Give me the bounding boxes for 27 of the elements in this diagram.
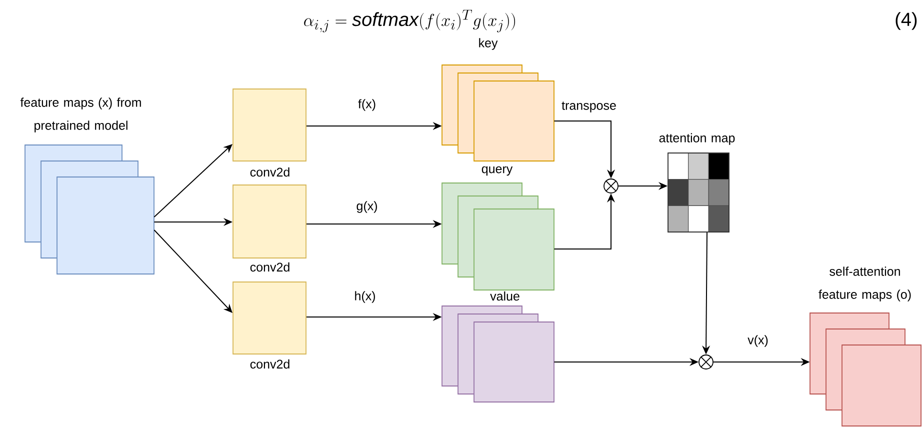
- equation: $\alpha_{i,j} = \mathit{softmax}(f(x_i)^{T}g(x_j))$: [304, 10, 516, 32]
- feature-map-stack: key: [442, 38, 554, 162]
- attention-map-grid: attention map: [659, 133, 735, 232]
- feature-map-stack: self-attention feature maps (o): [810, 266, 922, 426]
- node-label: conv2d: [250, 262, 290, 272]
- conv-block: conv2d: [232, 184, 306, 272]
- feature-map-stack: feature maps (x) from pretrained model: [20, 98, 154, 274]
- equation-number: (4): [896, 12, 917, 30]
- node-label: value: [490, 291, 520, 301]
- edge-label: h(x): [353, 290, 377, 304]
- node-label: self-attention feature maps (o): [818, 266, 911, 302]
- node-label: conv2d: [250, 359, 290, 369]
- edge-label: transpose: [560, 100, 618, 114]
- edge-label: g(x): [355, 200, 379, 214]
- multiply-symbol: [698, 354, 714, 370]
- multiply-symbol: [604, 178, 618, 194]
- conv-block: conv2d: [232, 88, 306, 177]
- edge-label: v(x): [746, 334, 770, 348]
- node-label: query: [482, 166, 513, 176]
- node-label: attention map: [659, 133, 735, 145]
- node-label: feature maps (x) from pretrained model: [20, 98, 141, 132]
- edge-label: f(x): [356, 98, 378, 112]
- feature-map-stack: value: [442, 291, 554, 402]
- node-label: key: [479, 38, 498, 50]
- conv-block: conv2d: [232, 282, 306, 369]
- feature-map-stack: query: [442, 166, 554, 290]
- node-label: conv2d: [250, 167, 290, 177]
